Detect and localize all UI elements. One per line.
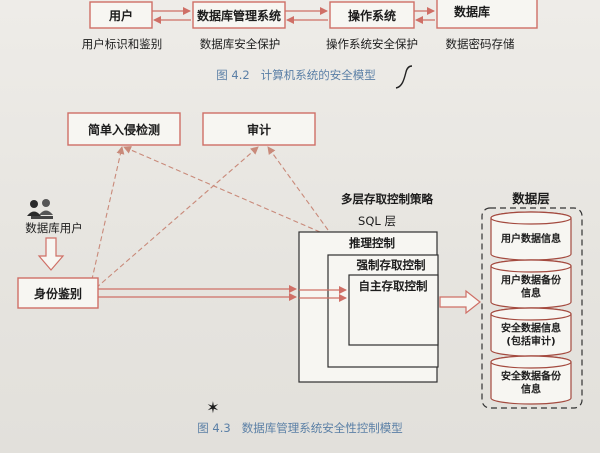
pen-check-mark [395,65,413,89]
database-user-label: 数据库用户 [25,221,83,235]
top-box-user-label: 用户 [108,8,133,23]
data-cylinder-2-text-2: 信息 [521,287,541,300]
dash-sql-to-audit [267,146,329,231]
top-caption-os-protect: 操作系统安全保护 [326,37,418,51]
figure-4-2: 用户 数据库管理系统 操作系统 数据库 用户标识和鉴别 数据库安全保护 操作系统… [82,0,538,89]
intrusion-detection-label: 简单入侵检测 [88,122,160,137]
control-to-data-arrow [439,289,481,315]
top-caption-user-id: 用户标识和鉴别 [82,37,163,51]
discretionary-control-label: 自主存取控制 [359,279,428,293]
identity-auth-label: 身份鉴别 [34,286,82,301]
top-box-os [329,1,415,29]
data-cylinder-3-text-2: (包括审计) [506,335,555,348]
data-cylinder-3-text-1: 安全数据信息 [501,322,561,335]
audit-label: 审计 [247,122,271,137]
data-cylinder-1-text-1: 用户数据信息 [500,232,561,245]
top-caption-encrypt: 数据密码存储 [446,37,515,51]
top-box-database-label: 数据库 [454,4,490,19]
intrusion-detection-box [67,112,181,146]
data-cylinder-4-text-1: 安全数据备份 [501,370,562,383]
audit-box [202,112,316,146]
discretionary-control-box [348,274,439,346]
data-cylinder-4-text-2: 信息 [521,383,541,396]
figure-4-3-caption: 图 4.3 数据库管理系统安全性控制模型 [197,421,402,435]
data-layer-title: 数据层 [511,191,550,206]
figure-4-2-caption: 图 4.2 计算机系统的安全模型 [216,68,375,82]
data-cylinder-3: 安全数据信息(包括审计) [490,307,572,357]
data-cylinder-2-text-1: 用户数据备份 [500,274,562,287]
figure-4-3: 简单入侵检测 审计 数据库用户 身份鉴别 多层存取控制策略 SQL 层 推理控制… [17,112,583,435]
policy-label: 多层存取控制策略 [341,192,433,206]
top-box-dbms-label: 数据库管理系统 [197,8,281,23]
database-user-icon [27,199,53,219]
dash-auth-to-intrusion [89,146,125,289]
mandatory-control-label: 强制存取控制 [357,258,426,272]
top-box-os-label: 操作系统 [348,8,396,23]
top-caption-db-protect: 数据库安全保护 [200,37,281,51]
data-cylinder-1: 用户数据信息 [490,211,572,261]
data-layer-frame [481,207,583,409]
top-box-dbms [192,1,286,29]
top-box-database [436,0,538,29]
sql-layer-label: SQL 层 [358,214,396,228]
stray-asterisk-mark: ✶ [206,398,219,417]
inference-control-label: 推理控制 [349,236,395,250]
top-box-user [89,1,153,29]
dash-auth-to-audit [95,146,259,289]
dash-sql-to-intrusion [123,146,321,233]
identity-auth-box [17,277,99,309]
user-to-auth-arrow [37,237,65,271]
